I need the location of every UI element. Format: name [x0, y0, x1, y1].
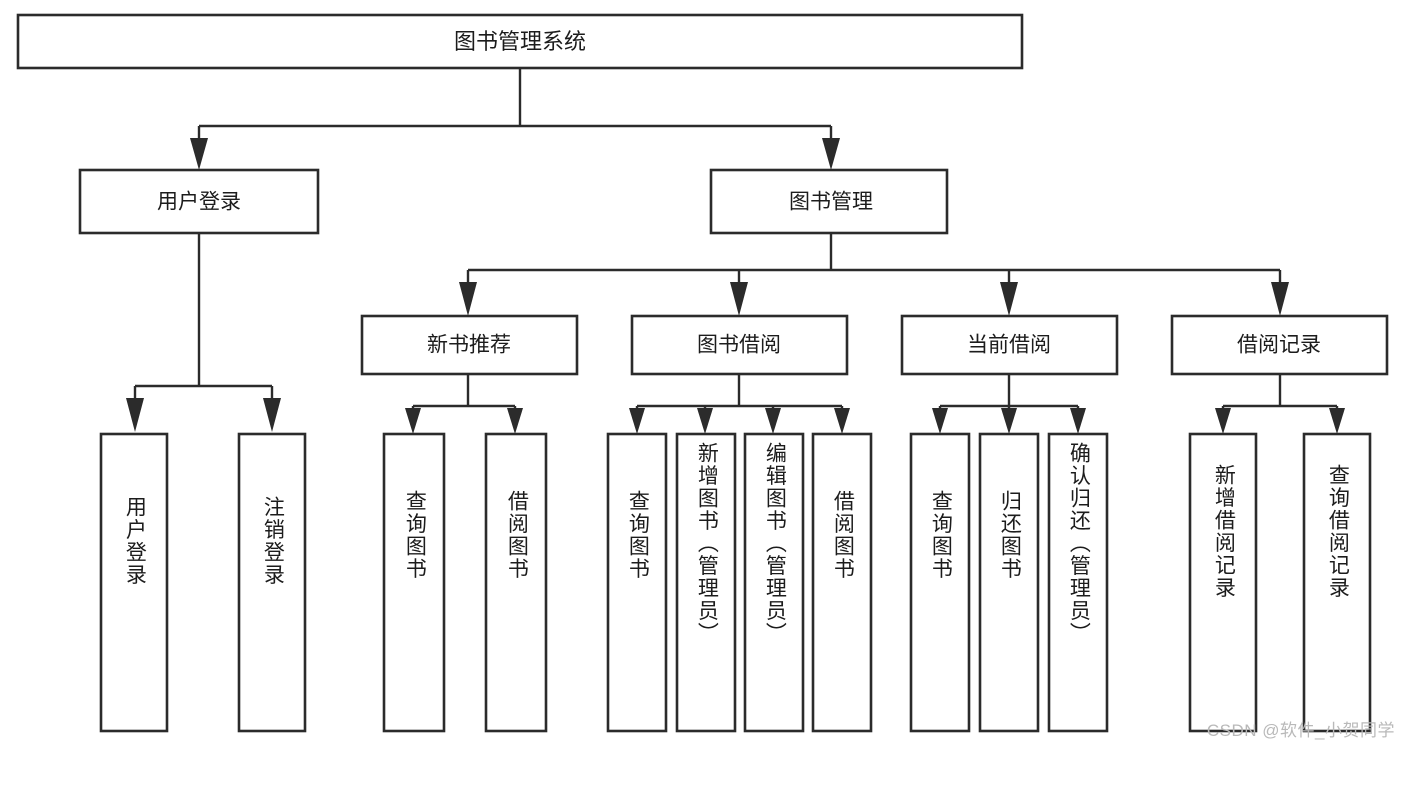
leaf-box-borrow-query-book[interactable]: [606, 432, 668, 733]
node-root-system-box[interactable]: [16, 13, 1024, 70]
arrow-head-recommend-leaf-1: [405, 408, 421, 434]
node-book-borrow-box[interactable]: [630, 314, 849, 376]
arrow-head-record-leaf-1: [1215, 408, 1231, 434]
node-book-manage-box[interactable]: [709, 168, 949, 235]
arrow-head-current-leaf-3: [1070, 408, 1086, 434]
arrow-head-borrow-leaf-2: [697, 408, 713, 434]
node-new-book-recommend-box[interactable]: [360, 314, 579, 376]
node-book-manage-label: 图书管理: [789, 191, 873, 214]
arrow-head-current-leaf-2: [1001, 408, 1017, 434]
node-borrow-record[interactable]: 借阅记录: [1170, 314, 1389, 376]
leaf-box-current-return-book[interactable]: [978, 432, 1040, 733]
node-user-login[interactable]: 用户登录: [78, 168, 320, 235]
node-new-book-recommend-label: 新书推荐: [427, 334, 511, 357]
arrow-head-borrow-record: [1271, 282, 1289, 316]
leaf-box-recommend-query-book[interactable]: [382, 432, 446, 733]
leaf-box-group: [99, 432, 1372, 733]
arrow-head-new-book-recommend: [459, 282, 477, 316]
leaf-box-record-add-record[interactable]: [1188, 432, 1258, 733]
node-borrow-record-box[interactable]: [1170, 314, 1389, 376]
node-current-borrow[interactable]: 当前借阅: [900, 314, 1119, 376]
leaf-box-logout[interactable]: [237, 432, 307, 733]
arrow-head-borrow-leaf-4: [834, 408, 850, 434]
arrow-head-borrow-leaf-1: [629, 408, 645, 434]
node-current-borrow-label: 当前借阅: [967, 334, 1051, 357]
arrow-head-current-borrow: [1000, 282, 1018, 316]
arrow-head-leaf-logout: [263, 398, 281, 432]
node-current-borrow-box[interactable]: [900, 314, 1119, 376]
leaf-box-borrow-borrow-book[interactable]: [811, 432, 873, 733]
leaf-box-current-confirm-return[interactable]: [1047, 432, 1109, 733]
leaf-box-user-login[interactable]: [99, 432, 169, 733]
node-user-login-box[interactable]: [78, 168, 320, 235]
connector-group: [126, 68, 1345, 434]
node-book-borrow-label: 图书借阅: [697, 334, 781, 357]
leaf-box-recommend-borrow-book[interactable]: [484, 432, 548, 733]
arrow-head-record-leaf-2: [1329, 408, 1345, 434]
leaf-box-borrow-add-book[interactable]: [675, 432, 737, 733]
arrow-head-current-leaf-1: [932, 408, 948, 434]
node-borrow-record-label: 借阅记录: [1237, 334, 1321, 357]
arrow-head-book-manage: [822, 138, 840, 170]
arrow-head-recommend-leaf-2: [507, 408, 523, 434]
node-book-manage[interactable]: 图书管理: [709, 168, 949, 235]
diagram-canvas: 图书管理系统 用户登录 图书管理 新书推荐 图书借阅 当前借阅 借阅记录: [16, 13, 1395, 740]
flowchart-svg: 图书管理系统 用户登录 图书管理 新书推荐 图书借阅 当前借阅 借阅记录: [16, 13, 1389, 733]
node-root-system[interactable]: 图书管理系统: [16, 13, 1024, 70]
leaf-box-record-query-record[interactable]: [1302, 432, 1372, 733]
node-book-borrow[interactable]: 图书借阅: [630, 314, 849, 376]
leaf-box-borrow-edit-book[interactable]: [743, 432, 805, 733]
node-new-book-recommend[interactable]: 新书推荐: [360, 314, 579, 376]
leaf-box-current-query-book[interactable]: [909, 432, 971, 733]
arrow-head-user-login: [190, 138, 208, 170]
watermark-text: CSDN @软件_小贺同学: [1206, 721, 1395, 740]
arrow-head-borrow-leaf-3: [765, 408, 781, 434]
arrow-head-book-borrow: [730, 282, 748, 316]
node-root-system-label: 图书管理系统: [454, 29, 586, 54]
node-user-login-label: 用户登录: [157, 191, 241, 214]
arrow-head-leaf-user-login: [126, 398, 144, 432]
